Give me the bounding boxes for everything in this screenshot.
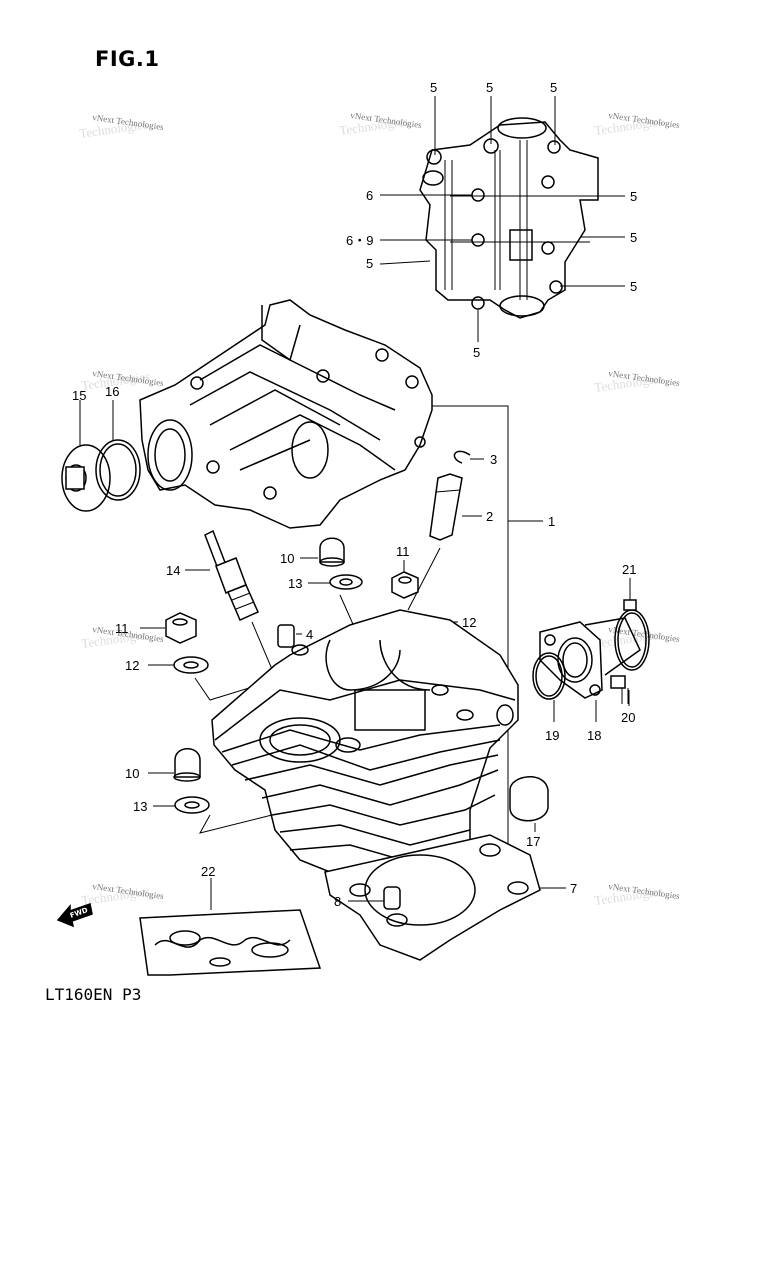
valve-guide: 2 [407, 473, 493, 611]
callout-7: 7 [570, 881, 577, 896]
figure-title: FIG.1 [95, 47, 160, 71]
callout-5: 5 [550, 80, 557, 95]
callout-15: 15 [72, 388, 86, 403]
callout-12: 12 [462, 615, 476, 630]
cap-nut: 10 [280, 537, 345, 567]
cap-nut: 10 [125, 748, 201, 782]
callout-11: 11 [396, 544, 410, 559]
washer: 12 [125, 656, 276, 701]
callout-11: 11 [115, 621, 129, 636]
top-view-callouts: 5 5 5 5 5 5 5 5 6 6・9 [346, 80, 637, 360]
callout-6: 6 [366, 188, 373, 203]
callout-13: 13 [133, 799, 147, 814]
callout-5: 5 [630, 279, 637, 294]
callout-5: 5 [630, 189, 637, 204]
washer: 13 [288, 574, 363, 641]
head-cover [139, 299, 433, 529]
callout-12: 12 [125, 658, 139, 673]
callout-5: 5 [430, 80, 437, 95]
washer: 13 [133, 796, 273, 834]
spark-plug: 14 [166, 529, 286, 701]
callout-22: 22 [201, 864, 215, 879]
plug-cap-and-o-ring: 15 16 [61, 384, 141, 512]
o-ring: 19 [532, 652, 566, 743]
hose-clamp: 21 [614, 562, 650, 671]
callout-14: 14 [166, 563, 180, 578]
callout-13: 13 [288, 576, 302, 591]
gasket-set: 22 [139, 864, 322, 976]
callout-5: 5 [630, 230, 637, 245]
dowel-pin: 8 [334, 886, 401, 910]
model-code: LT160EN P3 [45, 985, 142, 1004]
hex-nut: 11 [391, 544, 419, 599]
callout-10: 10 [125, 766, 139, 781]
callout-5: 5 [366, 256, 373, 271]
callout-18: 18 [587, 728, 601, 743]
callout-1: 1 [548, 514, 555, 529]
callout-8: 8 [334, 894, 341, 909]
callout-3: 3 [490, 452, 497, 467]
callout-21: 21 [622, 562, 636, 577]
callout-2: 2 [486, 509, 493, 524]
bolt: 20 [610, 675, 635, 725]
callout-20: 20 [621, 710, 635, 725]
callout-17: 17 [526, 834, 540, 849]
cylinder-head-gasket: 7 [324, 834, 577, 961]
circlip: 3 [453, 450, 497, 467]
intake-pipe: 18 [539, 617, 641, 743]
callout-6-9: 6・9 [346, 233, 373, 248]
hex-nut: 11 [115, 612, 197, 644]
forward-direction-arrow: FWD [56, 903, 93, 928]
plug: 17 [509, 776, 549, 849]
callout-5: 5 [473, 345, 480, 360]
head-cover-top-view [419, 117, 599, 319]
callout-5: 5 [486, 80, 493, 95]
dowel-pin: 4 [277, 624, 313, 648]
callout-10: 10 [280, 551, 294, 566]
callout-19: 19 [545, 728, 559, 743]
callout-4: 4 [306, 627, 313, 642]
callout-16: 16 [105, 384, 119, 399]
